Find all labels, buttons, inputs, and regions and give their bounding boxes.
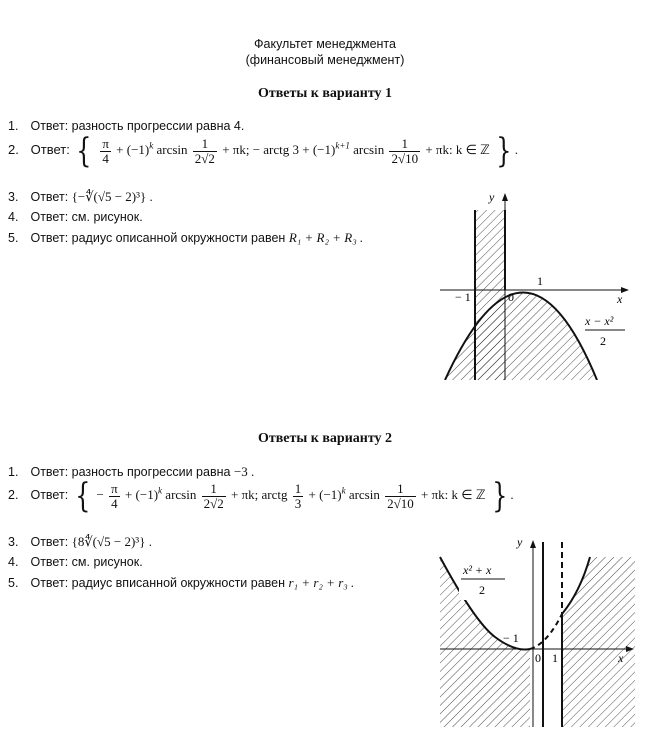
variant2-graph: y x − 1 0 1 x² + x 2 (439, 535, 635, 727)
v2-curve-dashed (529, 613, 563, 650)
v1-parabola-region (445, 292, 597, 380)
faculty-subtitle: (финансовый менеджмент) (245, 53, 405, 67)
v1-answer-4: 4. Ответ: см. рисунок. (8, 210, 143, 224)
v1-answer-3: 3. Ответ: {−∜(√5 − 2)³} . (8, 189, 153, 204)
v1-minus-one: − 1 (455, 290, 471, 304)
variant2-title: Ответы к варианту 2 (257, 431, 393, 446)
v1-parabola (444, 291, 598, 380)
v2-minus-one: − 1 (503, 631, 519, 645)
v2-answer-5: 5. Ответ: радиус вписанной окружности ра… (8, 575, 355, 590)
faculty-header: Факультет менеджмента (финансовый менедж… (0, 36, 650, 68)
v2-left-upper-region (440, 557, 530, 650)
v2-left-lower-region (440, 649, 530, 727)
v1-x-label: x (616, 292, 623, 306)
v2-answer-4: 4. Ответ: см. рисунок. (8, 555, 143, 569)
v2-curve-denominator: 2 (479, 583, 485, 597)
v1-curve-denominator: 2 (600, 334, 606, 348)
v1-answer-1: 1. Ответ: разность прогрессии равна 4. (8, 119, 245, 133)
v2-answer-3: 3. Ответ: {8∜(√5 − 2)³} . (8, 534, 152, 549)
v1-one: 1 (537, 274, 543, 288)
faculty-name: Факультет менеджмента (254, 37, 396, 51)
v1-answer-5: 5. Ответ: радиус описанной окружности ра… (8, 230, 364, 245)
v1-zero: 0 (508, 290, 514, 304)
v1-y-label: y (488, 190, 495, 204)
variant1-graph: y x − 1 0 1 x − x² 2 (440, 190, 629, 380)
v1-curve-numerator: x − x² (584, 314, 614, 328)
v2-right-upper-region (562, 557, 635, 649)
variant1-title: Ответы к варианту 1 (257, 86, 393, 101)
v2-one: 1 (552, 651, 558, 665)
v2-zero: 0 (535, 651, 541, 665)
v2-answer-1: 1. Ответ: разность прогрессии равна −3 . (8, 464, 255, 479)
v2-right-lower-region (562, 649, 635, 727)
v2-curve-numerator: x² + x (462, 563, 492, 577)
v2-x-label: x (617, 651, 624, 665)
v2-y-label: y (516, 535, 523, 549)
